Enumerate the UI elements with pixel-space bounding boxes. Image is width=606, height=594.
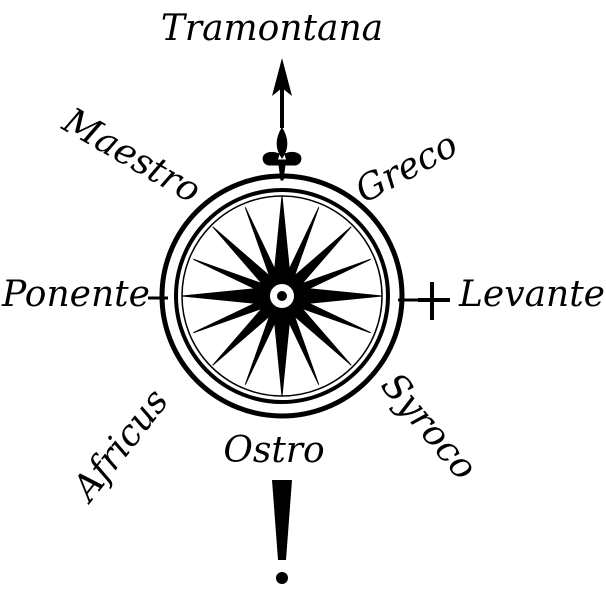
- south-pointer: [272, 480, 292, 584]
- wind-label-northeast: Greco: [349, 124, 465, 211]
- wind-label-southwest: Africus: [63, 381, 177, 510]
- wind-label-east: Levante: [458, 274, 605, 315]
- compass-center: [266, 280, 298, 312]
- wind-label-west: Ponente: [1, 274, 150, 315]
- wind-label-northwest: Maestro: [55, 100, 208, 212]
- north-arrow: [272, 58, 292, 128]
- cross-icon: [418, 282, 450, 320]
- fleur-de-lis-icon: [262, 127, 302, 181]
- compass-rose: [181, 195, 383, 397]
- wind-label-southeast: Syroco: [373, 365, 485, 488]
- wind-label-north: Tramontana: [161, 8, 383, 49]
- wind-label-south: Ostro: [223, 430, 324, 471]
